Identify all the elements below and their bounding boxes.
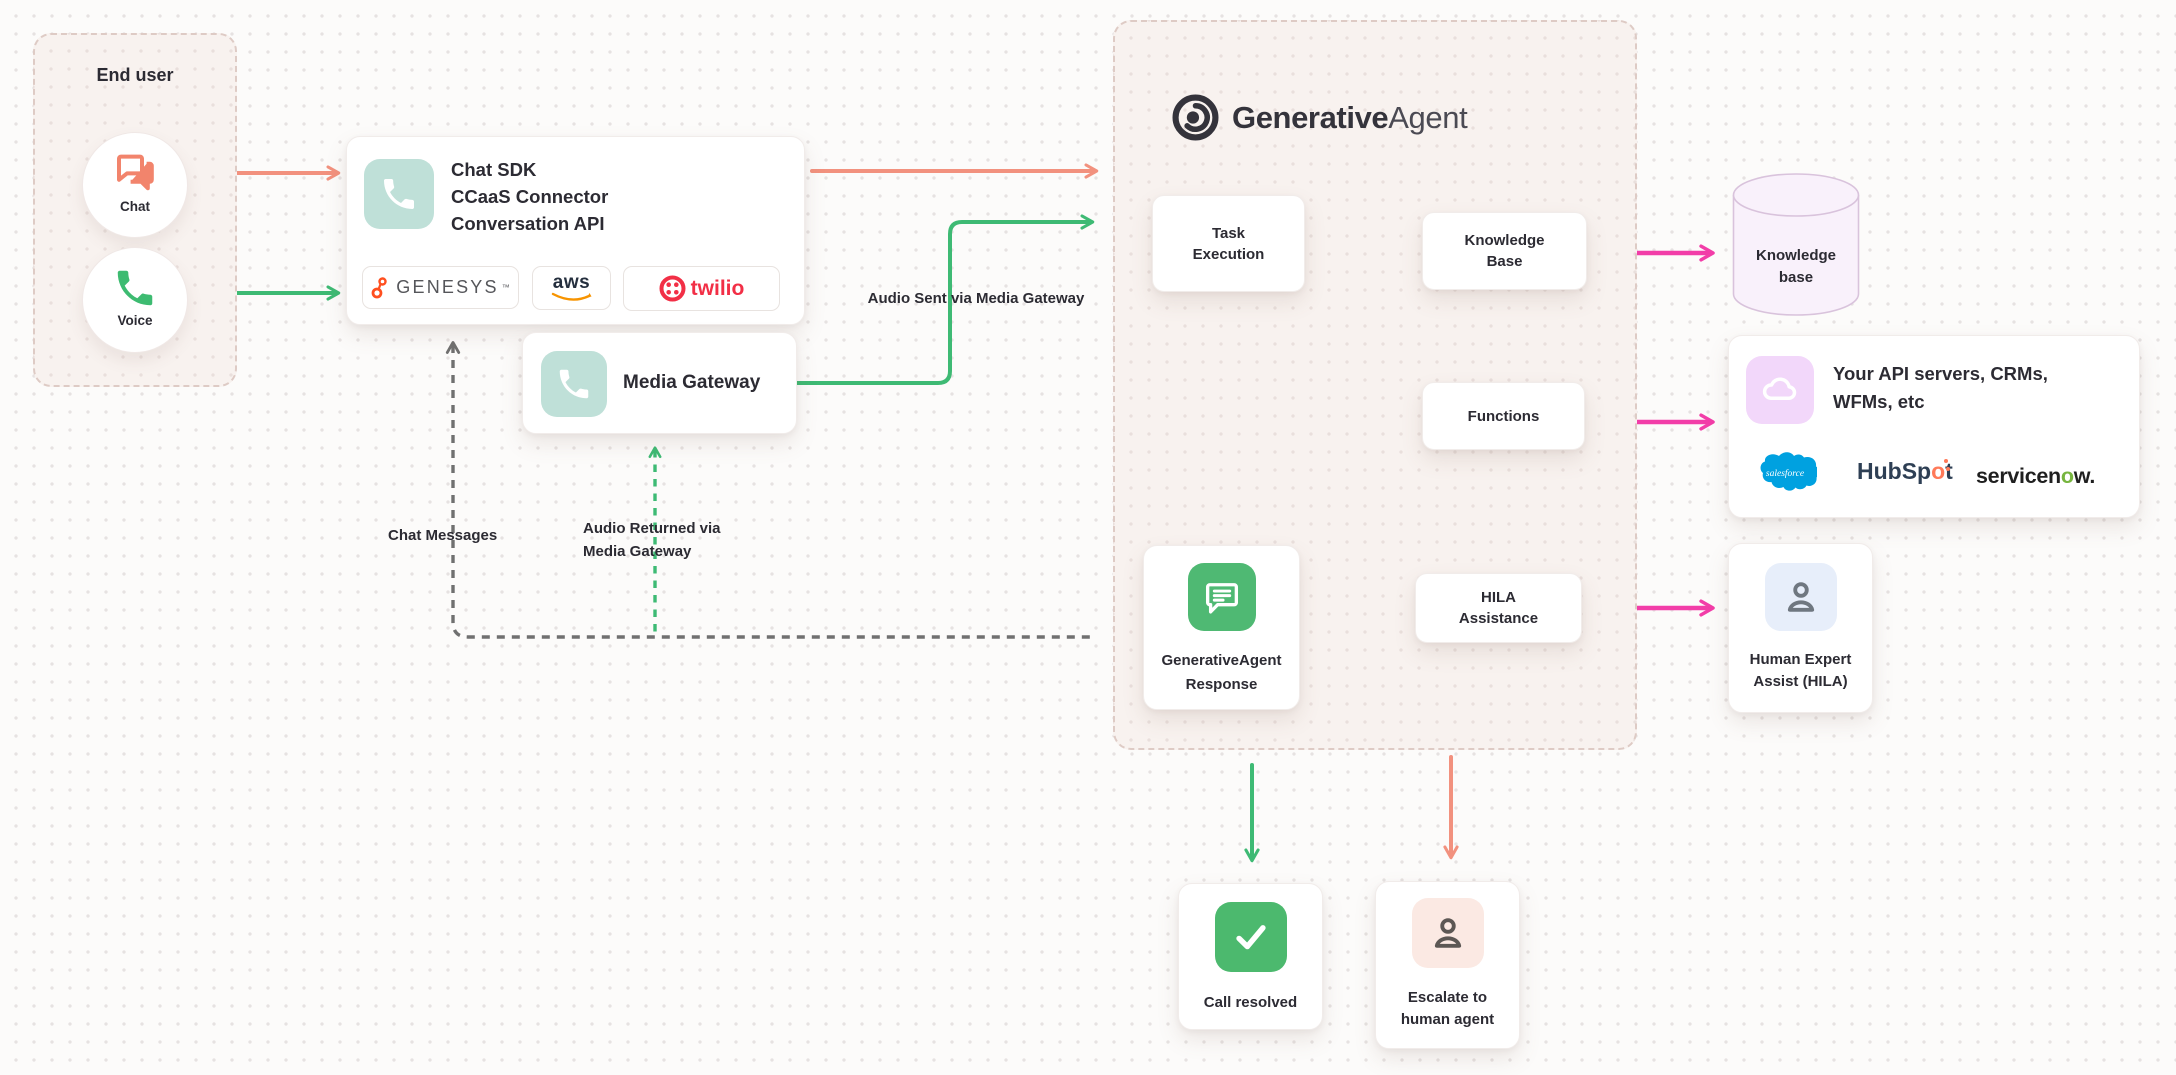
brand-light: Agent bbox=[1388, 99, 1468, 135]
twilio-logo-icon bbox=[659, 275, 686, 302]
salesforce-logo: salesforce bbox=[1760, 452, 1817, 491]
salesforce-wordmark: salesforce bbox=[1766, 468, 1804, 479]
media-gateway-card: Media Gateway bbox=[522, 332, 797, 434]
genesys-logo-icon bbox=[371, 276, 387, 298]
escalate-line1: Escalate to bbox=[1407, 989, 1488, 1006]
hubspot-sprocket-dot bbox=[1944, 459, 1949, 463]
hubspot-prefix: HubSp bbox=[1857, 458, 1932, 484]
response-line2: Response bbox=[1185, 676, 1258, 693]
aws-smile-icon bbox=[551, 292, 591, 301]
servicenow-logo: servicenow. bbox=[1976, 464, 2095, 489]
end-user-group: End user Chat Voice bbox=[33, 33, 237, 387]
cloud-icon bbox=[1762, 377, 1797, 400]
knowledge-db-line2: base bbox=[1778, 269, 1814, 286]
voice-channel-label: Voice bbox=[117, 313, 153, 328]
arrow-gateway-to-agent bbox=[795, 214, 1095, 385]
knowledge-db-line1: Knowledge bbox=[1755, 247, 1836, 264]
knowledge-base-line2: Base bbox=[1486, 253, 1523, 270]
chat-sdk-line1: Chat SDK bbox=[451, 159, 537, 180]
generative-agent-logo-icon bbox=[1172, 94, 1219, 141]
audio-returned-label-line1: Audio Returned via bbox=[583, 520, 721, 537]
genesys-tm: ™ bbox=[501, 283, 510, 292]
escalate-line2: human agent bbox=[1400, 1011, 1495, 1028]
chat-sdk-card: Chat SDK CCaaS Connector Conversation AP… bbox=[346, 136, 805, 325]
twilio-wordmark: twilio bbox=[690, 276, 745, 300]
arrow-chat-messages-return bbox=[445, 341, 1093, 639]
phone-icon bbox=[384, 179, 414, 209]
phone-icon-box bbox=[364, 159, 434, 229]
gateway-phone-icon-box bbox=[541, 351, 607, 417]
chat-sdk-line3: Conversation API bbox=[451, 213, 605, 234]
task-execution-node: Task Execution bbox=[1152, 195, 1305, 292]
human-expert-card: Human Expert Assist (HILA) bbox=[1728, 543, 1873, 713]
response-icon-box bbox=[1188, 563, 1256, 631]
human-expert-line1: Human Expert bbox=[1749, 651, 1852, 668]
response-line1: GenerativeAgent bbox=[1161, 652, 1282, 669]
task-execution-line1: Task bbox=[1211, 224, 1246, 242]
api-title-line1: Your API servers, CRMs, bbox=[1833, 363, 2048, 384]
audio-returned-label-line2: Media Gateway bbox=[583, 543, 692, 560]
knowledge-db-cylinder bbox=[1732, 173, 1860, 316]
human-expert-line2: Assist (HILA) bbox=[1753, 673, 1848, 690]
person-icon bbox=[1434, 918, 1462, 948]
api-title-line2: WFMs, etc bbox=[1833, 390, 1925, 412]
escalate-card: Escalate to human agent bbox=[1375, 881, 1520, 1049]
generative-agent-brand: GenerativeAgent bbox=[1172, 94, 1468, 141]
servicenow-prefix: servicen bbox=[1976, 464, 2061, 488]
genesys-wordmark: GENESYS bbox=[396, 277, 499, 297]
brand-bold: Generative bbox=[1232, 99, 1389, 135]
human-expert-icon-box bbox=[1765, 563, 1837, 631]
hubspot-sprocket-o: o bbox=[1931, 458, 1946, 484]
person-icon bbox=[1787, 582, 1815, 612]
escalate-icon-box bbox=[1412, 898, 1484, 968]
media-gateway-label: Media Gateway bbox=[623, 372, 761, 393]
servicenow-green-o: o bbox=[2060, 464, 2074, 488]
call-resolved-card: Call resolved bbox=[1178, 883, 1323, 1030]
voice-channel: Voice bbox=[82, 247, 188, 353]
chat-messages-label: Chat Messages bbox=[388, 527, 498, 544]
aws-wordmark: aws bbox=[552, 271, 591, 293]
knowledge-db-label: Knowledge base bbox=[1732, 245, 1860, 289]
api-servers-card: Your API servers, CRMs, WFMs, etc salesf… bbox=[1728, 335, 2140, 518]
functions-label: Functions bbox=[1467, 407, 1540, 425]
voice-phone-icon bbox=[117, 270, 153, 306]
task-execution-line2: Execution bbox=[1192, 245, 1265, 263]
knowledge-base-line1: Knowledge bbox=[1464, 232, 1545, 249]
chat-channel: Chat bbox=[82, 132, 188, 238]
chat-channel-label: Chat bbox=[120, 199, 150, 214]
hubspot-suffix: t bbox=[1945, 458, 1953, 484]
chat-message-icon bbox=[1205, 583, 1239, 614]
aws-chip: aws bbox=[532, 266, 611, 310]
chat-bubbles-icon bbox=[117, 154, 154, 191]
check-icon-box bbox=[1215, 902, 1287, 972]
hila-line2: Assistance bbox=[1458, 610, 1539, 627]
hubspot-sprocket-dot bbox=[1946, 467, 1951, 471]
phone-icon bbox=[559, 369, 589, 399]
functions-node: Functions bbox=[1422, 382, 1585, 450]
cloud-icon-box bbox=[1746, 356, 1814, 424]
twilio-chip: twilio bbox=[623, 266, 780, 311]
hila-line1: HILA bbox=[1481, 589, 1516, 606]
chat-sdk-line2: CCaaS Connector bbox=[451, 186, 609, 207]
check-icon bbox=[1236, 925, 1266, 950]
call-resolved-label: Call resolved bbox=[1203, 994, 1298, 1011]
generative-agent-response-card: GenerativeAgent Response bbox=[1143, 545, 1300, 710]
hila-assistance-node: HILA Assistance bbox=[1415, 573, 1582, 643]
audio-sent-label: Audio Sent via Media Gateway bbox=[867, 290, 1085, 307]
servicenow-suffix: w. bbox=[2073, 464, 2096, 488]
knowledge-base-node: Knowledge Base bbox=[1422, 212, 1587, 290]
end-user-title: End user bbox=[96, 65, 174, 85]
